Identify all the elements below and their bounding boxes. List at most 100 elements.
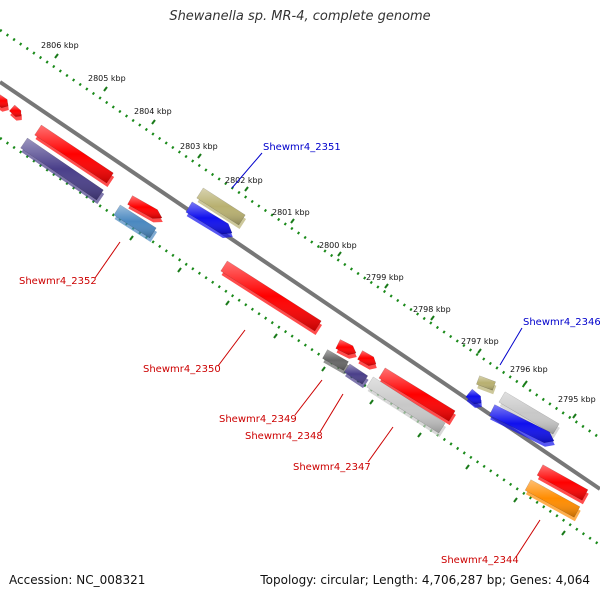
accession-text: Accession: NC_008321 [9,573,146,587]
inner-tick-mark [561,530,566,536]
tick-label: 2804 kbp [134,107,172,116]
leader-line [367,426,394,463]
tick-label: 2806 kbp [41,41,79,50]
inner-tick-mark [273,333,278,339]
tick-mark [477,348,482,354]
gene-shade [113,204,157,239]
gene-shade [322,349,349,371]
leader-line [231,152,263,189]
gene-shade [9,105,21,117]
gc-track-inner [0,136,600,547]
tick-label: 2798 kbp [413,305,451,314]
leader-line [94,241,121,279]
gene-shade [489,404,554,443]
gene-shade [196,187,246,226]
tick-label: 2797 kbp [461,337,499,346]
gene-olive-small [476,375,497,395]
gene-blue-a [185,201,233,238]
gene-blue-c [488,404,555,447]
tick-label: 2805 kbp [88,74,126,83]
gc-dot-tracks [0,28,600,547]
tick-mark [572,413,577,419]
tick-label: 2803 kbp [180,142,218,151]
leader-line [319,393,344,433]
gc-track-outer [0,28,600,440]
gene-red-b [8,104,22,121]
inner-tick-mark [417,432,422,438]
inner-tick-mark [369,399,374,405]
leader-line [515,519,541,558]
gene-red-f [335,339,357,359]
gene-red-h [378,367,456,426]
gene-red-c [34,124,115,187]
tick-mark [103,86,108,92]
gene-shade [525,479,580,518]
gene-olive [196,187,247,230]
label-leaders [94,152,541,558]
gene-lightgrey-a [498,391,560,439]
gene-shade [34,125,114,183]
gene-red-i [536,464,589,505]
gene-label: Shewmr4_2349 [219,414,297,425]
gene-label: Shewmr4_2352 [19,276,97,287]
gene-red-e [220,260,323,336]
gene-steel [113,204,158,243]
gene-label: Shewmr4_2351 [263,142,341,153]
tick-mark [54,53,59,59]
gene-red-d [127,195,163,223]
inner-tick-mark [513,497,518,503]
gene-shade [465,389,481,404]
gene-shade [344,363,368,385]
gene-label: Shewmr4_2344 [441,555,519,566]
tick-label: 2799 kbp [366,273,404,282]
map-title: Shewanella sp. MR-4, complete genome [169,9,431,24]
tick-label: 2796 kbp [510,365,548,374]
gene-red-a [0,94,9,112]
inner-tick-mark [321,366,326,372]
gene-shade [220,260,322,332]
gene-lightgrey-b [366,376,447,438]
gene-blue-b [465,388,482,408]
gene-grey [322,349,350,375]
gene-shade [476,375,496,391]
tick-mark [523,380,528,386]
gene-label: Shewmr4_2350 [143,364,221,375]
tick-mark [244,186,249,192]
tick-label: 2801 kbp [272,208,310,217]
gene-navy [20,137,105,204]
tick-mark [337,251,342,257]
leader-line [217,329,246,367]
tick-mark [384,283,389,289]
gene-shade [20,138,104,200]
genome-summary: Topology: circular; Length: 4,706,287 bp… [260,573,590,587]
gene-shade [378,367,456,422]
gene-shade [357,350,376,366]
gene-shade [498,391,560,435]
tick-mark [290,218,295,224]
gene-label: Shewmr4_2347 [293,462,371,473]
gene-shade [366,376,446,434]
leader-line [499,327,523,366]
gene-orange [524,479,581,522]
gene-shade [185,201,232,234]
inner-tick-mark [129,235,134,241]
gene-shade [0,94,8,108]
gene-shade [537,464,588,501]
inner-tick-mark [465,464,470,470]
genes [0,94,589,522]
inner-tick-mark [177,267,182,273]
gene-shade [335,339,356,355]
gene-red-g [357,350,377,370]
gene-label: Shewmr4_2348 [245,431,323,442]
gene-label: Shewmr4_2346 [523,317,600,328]
tick-mark [197,153,202,159]
leader-line [294,379,323,416]
inner-tick-mark [225,300,230,306]
tick-label: 2795 kbp [558,395,596,404]
tick-label: 2800 kbp [319,241,357,250]
tick-mark [151,119,156,125]
gene-navy-small [343,363,369,389]
